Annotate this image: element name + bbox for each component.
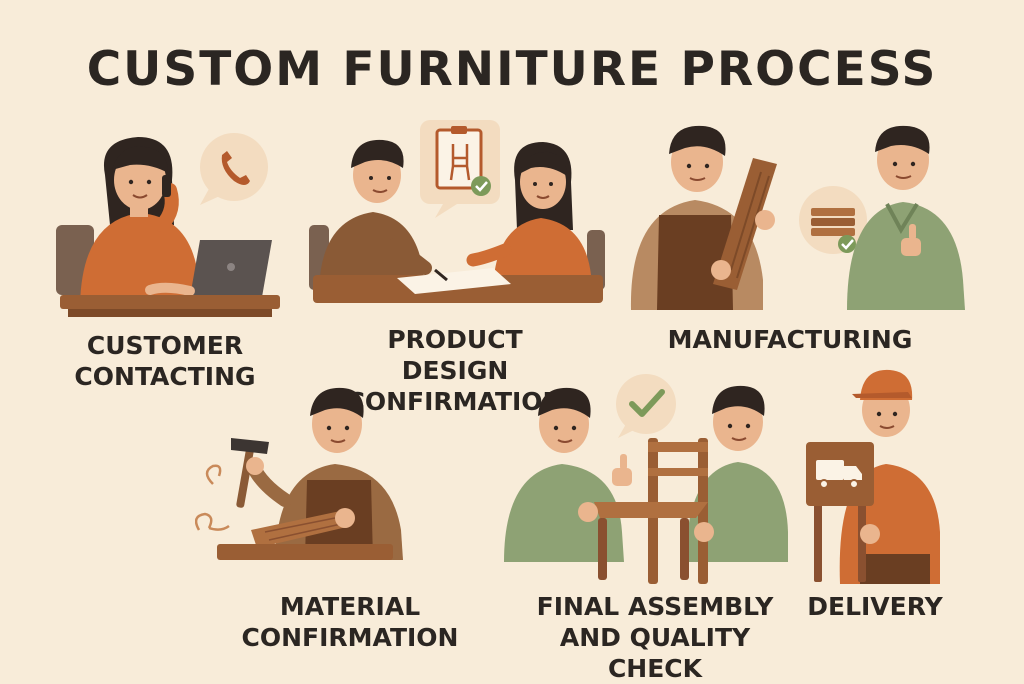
scene-material-confirmation xyxy=(195,387,403,560)
phone-icon xyxy=(221,151,250,185)
step-label-manufacturing: MANUFACTURING xyxy=(667,325,913,354)
scene-delivery xyxy=(806,369,940,584)
chair-blueprint-icon xyxy=(435,126,491,196)
step-label-delivery: DELIVERY xyxy=(807,592,943,621)
scene-final-assembly xyxy=(504,374,788,584)
wood-stack-icon xyxy=(811,208,856,253)
step-label-material-confirmation: MATERIAL CONFIRMATION xyxy=(241,592,459,652)
wooden-chair xyxy=(594,438,708,584)
scene-product-design xyxy=(309,120,605,303)
step-label-final-assembly: FINAL ASSEMBLY AND QUALITY CHECK xyxy=(536,592,774,683)
page-title: CUSTOM FURNITURE PROCESS xyxy=(86,42,938,97)
scene-manufacturing xyxy=(630,125,965,310)
step-label-customer-contacting: CUSTOMER CONTACTING xyxy=(74,331,256,391)
step-label-product-design: PRODUCT DESIGN CONFIRMATION xyxy=(346,325,564,416)
truck-sign-icon xyxy=(806,442,874,582)
checkmark-icon xyxy=(629,389,665,417)
wood-plank xyxy=(713,158,777,290)
scene-customer-contacting xyxy=(56,133,280,317)
